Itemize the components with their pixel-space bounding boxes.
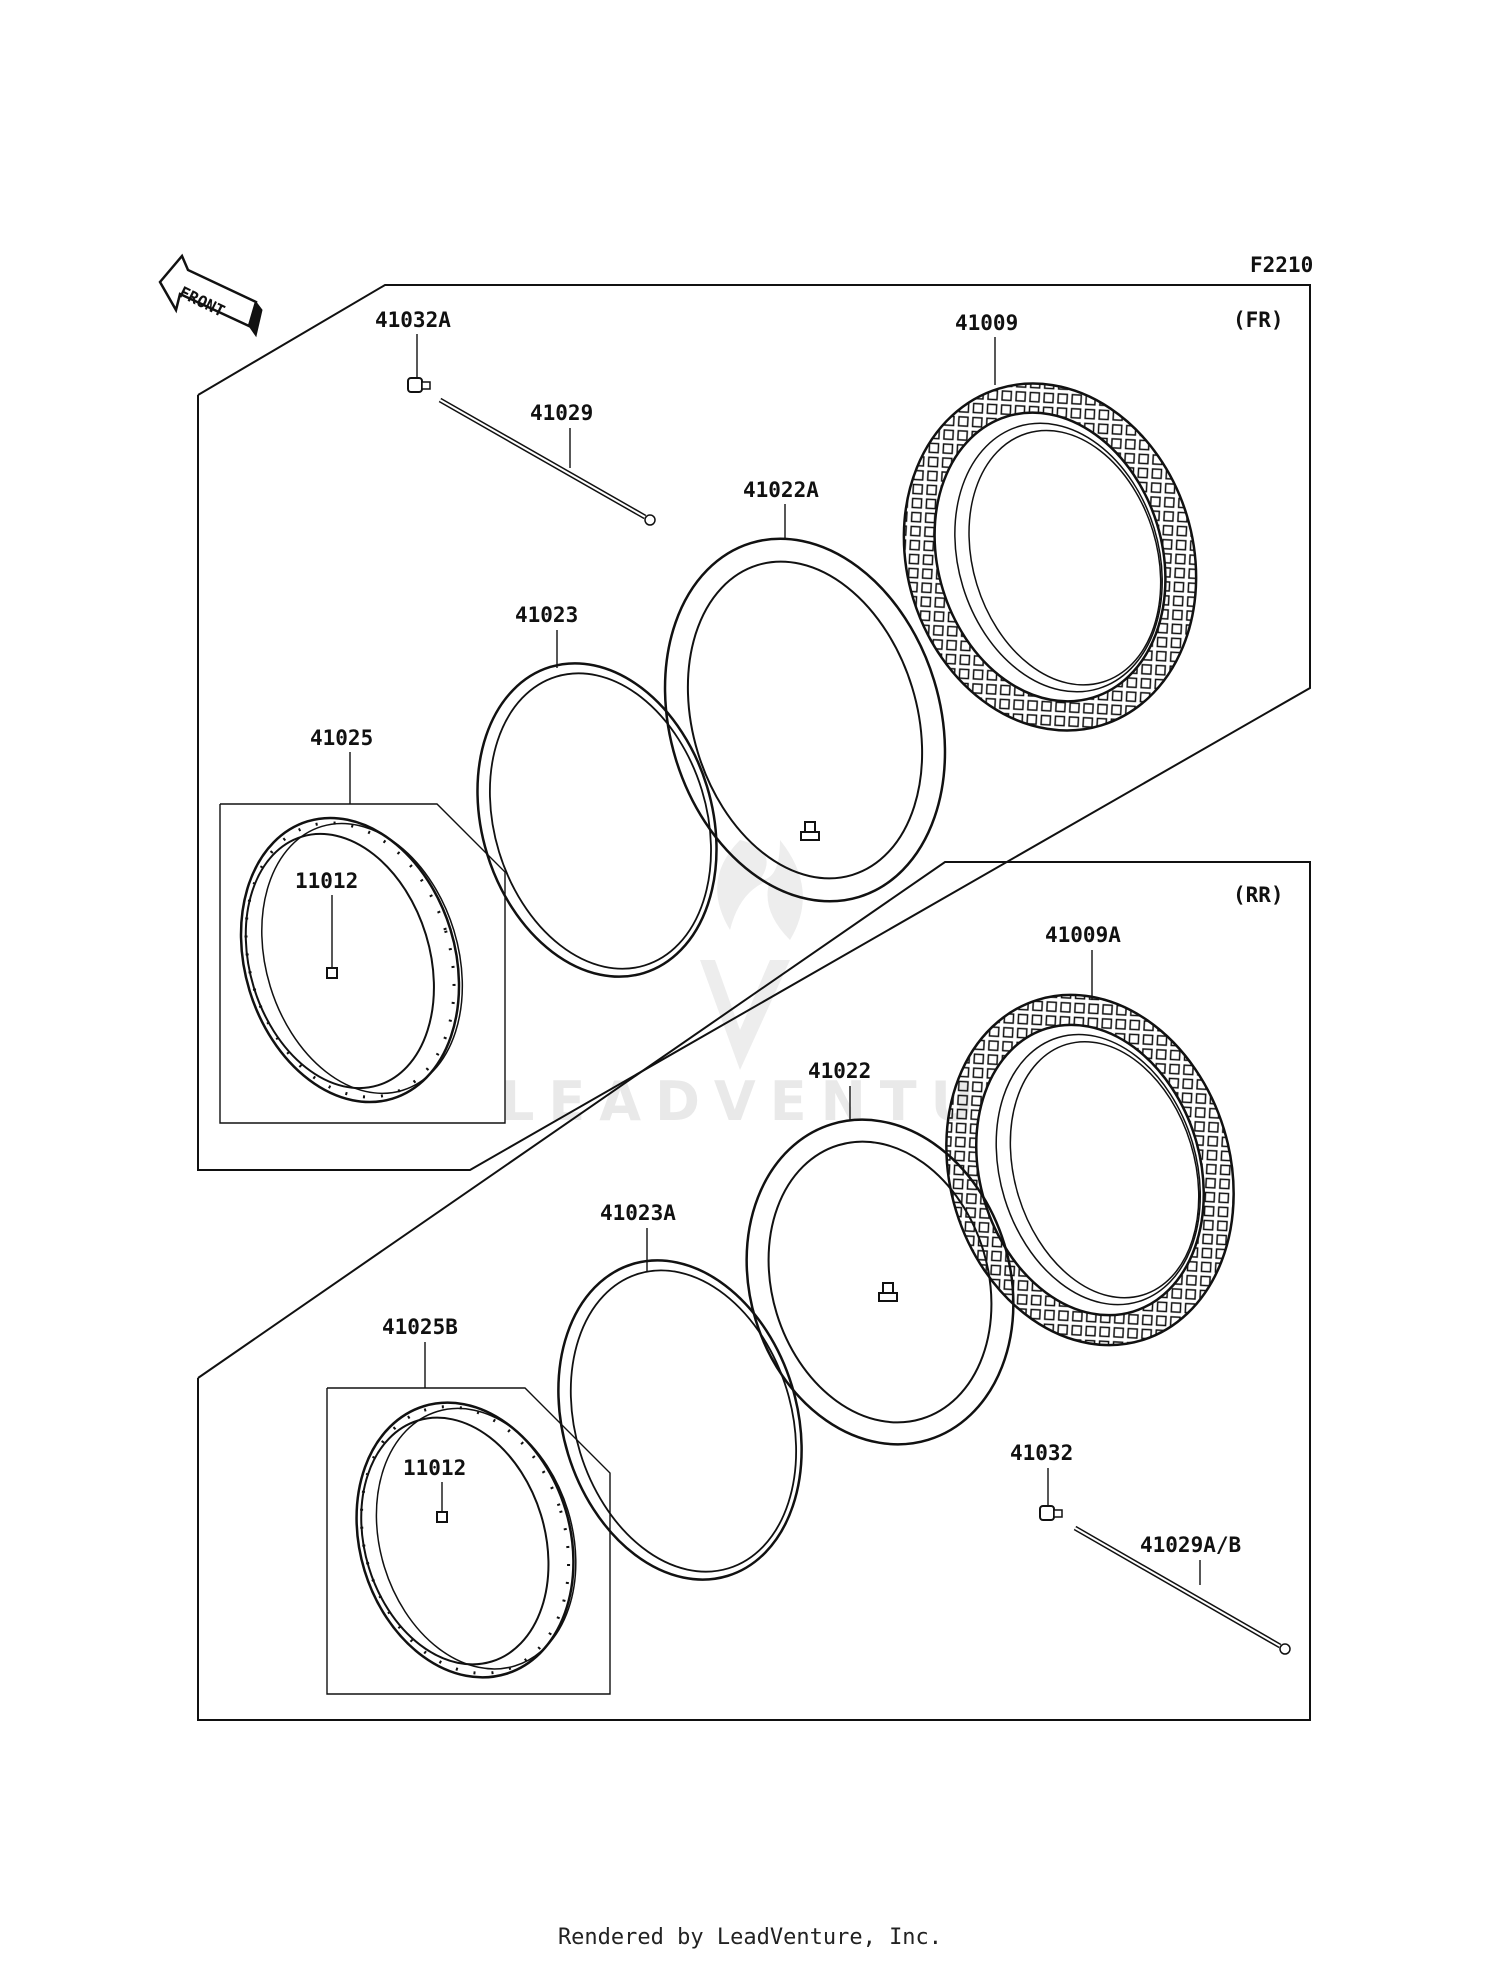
front-section-border [197, 284, 1311, 1171]
label-41023: 41023 [515, 603, 578, 627]
label-41029AB: 41029A/B [1140, 1533, 1241, 1557]
nipple-icon [436, 1511, 448, 1523]
valve-cap-icon [1039, 1505, 1063, 1521]
label-41032A: 41032A [375, 308, 451, 332]
nipple-icon [326, 967, 338, 979]
rim-band-icon [476, 662, 718, 978]
rim-band-icon [557, 1259, 803, 1581]
rear-section-border [197, 861, 1311, 1721]
rear-section-tag: (RR) [1233, 883, 1284, 907]
tube-valve-icon [800, 821, 820, 841]
spoke-icon [1073, 1525, 1291, 1655]
label-11012-rear: 11012 [403, 1456, 466, 1480]
valve-cap-icon [407, 377, 431, 393]
label-41009: 41009 [955, 311, 1018, 335]
label-41009A: 41009A [1045, 923, 1121, 947]
label-41025: 41025 [310, 726, 373, 750]
label-41023A: 41023A [600, 1201, 676, 1225]
spoke-icon [438, 397, 656, 526]
label-41029: 41029 [530, 401, 593, 425]
knobby-tire-icon [945, 993, 1235, 1347]
front-arrow-icon: FRONT [158, 253, 263, 338]
front-section-tag: (FR) [1233, 308, 1284, 332]
footer-credit: Rendered by LeadVenture, Inc. [557, 1925, 943, 1950]
rim-icon [355, 1401, 577, 1679]
tube-valve-icon [878, 1282, 898, 1302]
label-41032: 41032 [1010, 1441, 1073, 1465]
front-rim-box [219, 803, 506, 1124]
inner-tube-icon [745, 1118, 1015, 1446]
label-41022A: 41022A [743, 478, 819, 502]
figure-code: F2210 [1250, 253, 1313, 277]
knobby-tire-icon [902, 382, 1198, 732]
label-11012-front: 11012 [295, 869, 358, 893]
rear-rim-box [326, 1387, 611, 1695]
rim-icon [239, 816, 464, 1104]
label-41022: 41022 [808, 1059, 871, 1083]
label-41025B: 41025B [382, 1315, 458, 1339]
inner-tube-icon [663, 537, 947, 903]
